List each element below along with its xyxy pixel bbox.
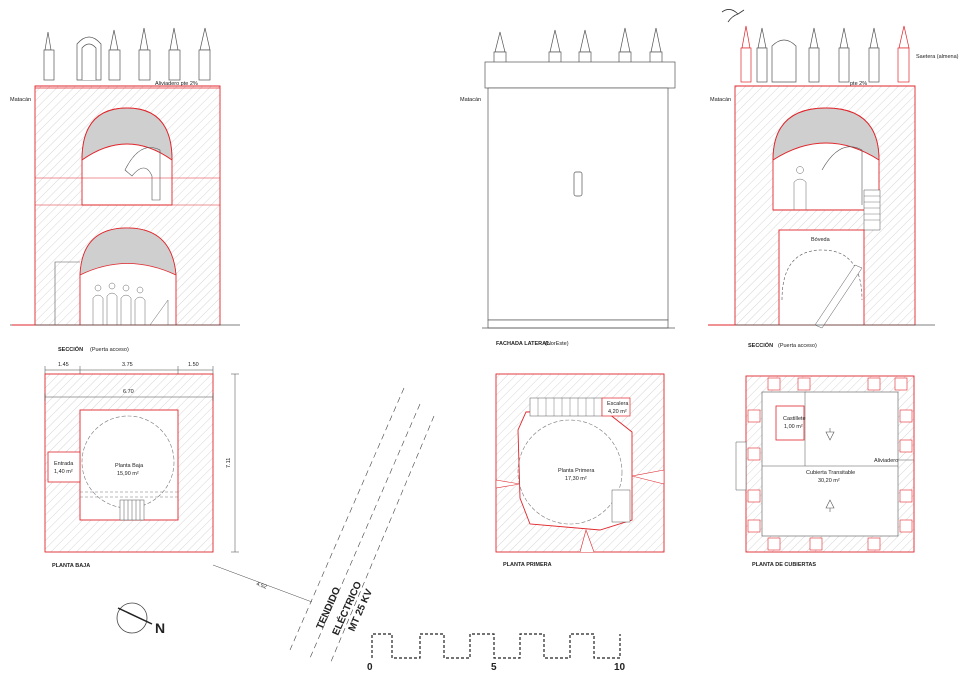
facade-title: FACHADA LATERAL [496, 341, 550, 347]
plan-roof-title: PLANTA DE CUBIERTAS [752, 562, 816, 568]
ground-room-name: Planta Baja [115, 463, 144, 469]
plan-ground-title: PLANTA BAJA [52, 563, 90, 569]
plan-ground-drawing [44, 366, 313, 603]
roof-merlons [747, 377, 913, 551]
castillete-name: Castillete [783, 416, 806, 422]
slope-label-right: pte 2% [850, 81, 867, 87]
bird-icon [721, 9, 745, 23]
matacan-label-right: Matacán [710, 97, 731, 103]
dim-diagonal: 4.52 [255, 581, 267, 590]
entrada-area: 1,40 m² [54, 469, 73, 475]
entrada-name: Entrada [54, 461, 74, 467]
plan-roof-drawing [735, 375, 915, 553]
person-silhouette [793, 166, 807, 210]
merlons-right [740, 25, 910, 83]
north-label: N [155, 620, 165, 636]
scale-label-10: 10 [614, 662, 626, 673]
first-room-area: 17,30 m² [565, 476, 587, 482]
dim-top-2: 3.75 [122, 362, 133, 368]
plan-first-title: PLANTA PRIMERA [503, 562, 552, 568]
matacan-label-left: Matacán [10, 97, 31, 103]
section-right-subtitle: (Puerta acceso) [778, 343, 817, 349]
section-left-title: SECCIÓN [58, 345, 83, 353]
dim-top-1: 1.45 [58, 362, 69, 368]
section-left-drawing [10, 27, 240, 326]
merlons-left [43, 27, 211, 81]
facade-subtitle: (NorEste) [545, 341, 569, 347]
aliviadero-label: Aliviadero [874, 458, 898, 464]
facade-drawing [482, 27, 676, 329]
dimension-lines-ground [44, 366, 313, 603]
dim-total: 6.70 [123, 389, 134, 395]
power-line [289, 387, 435, 665]
scale-label-0: 0 [367, 662, 373, 673]
boveda-label: Bóveda [811, 237, 831, 243]
people-silhouettes [92, 282, 169, 326]
first-room-name: Planta Primera [558, 468, 595, 474]
matacan-label-facade: Matacán [460, 97, 481, 103]
roof-area: 30,20 m² [818, 478, 840, 484]
saetera-label: Saetera (almena) [916, 54, 959, 60]
dim-top-3: 1.50 [188, 362, 199, 368]
ground-room-area: 15,90 m² [117, 471, 139, 477]
upper-vault-left [81, 107, 173, 161]
section-right-title: SECCIÓN [748, 341, 773, 349]
roof-name: Cubierta Transitable [806, 470, 855, 476]
graphic-scale [371, 633, 621, 659]
scale-label-5: 5 [491, 662, 497, 673]
dim-side: 7.11 [226, 458, 232, 468]
section-right-drawing [708, 9, 935, 329]
section-left-subtitle: (Puerta acceso) [90, 347, 129, 353]
north-arrow-icon [116, 602, 153, 634]
slope-label-left: Aliviadero pte 2% [155, 81, 198, 87]
stair-area: 4,20 m² [608, 409, 627, 415]
plan-first-drawing [495, 373, 665, 553]
castillete-area: 1,00 m² [784, 424, 803, 430]
stair-name: Escalera [607, 401, 629, 407]
